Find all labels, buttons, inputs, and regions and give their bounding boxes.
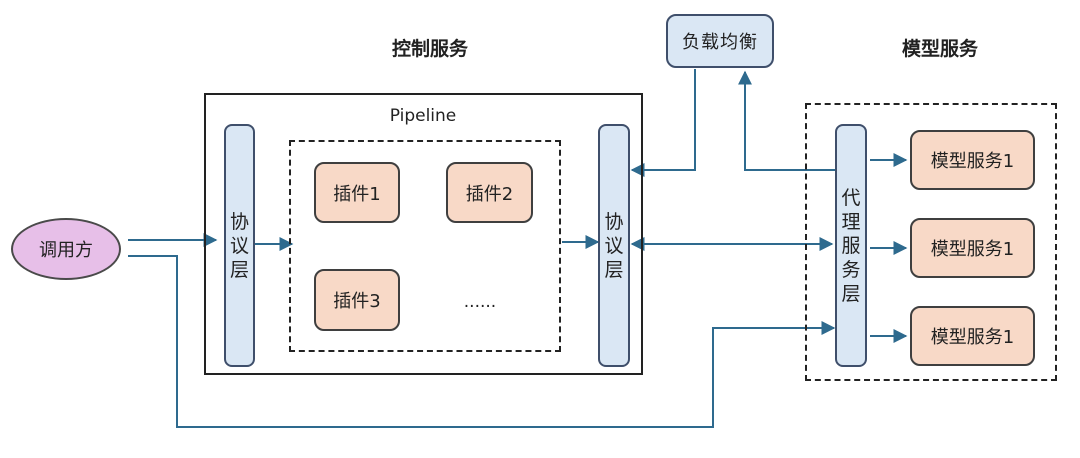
plugin-3: 插件3 xyxy=(314,269,400,331)
model-service-3: 模型服务1 xyxy=(910,306,1035,366)
protocol-layer-right-label: 协议层 xyxy=(604,210,624,281)
protocol-layer-left: 协议层 xyxy=(224,124,255,367)
model-service-2: 模型服务1 xyxy=(910,218,1035,278)
control-service-title: 控制服务 xyxy=(391,38,468,60)
lb-to-protocol-arrow xyxy=(630,69,696,177)
protocol-layer-left-label: 协议层 xyxy=(229,210,249,281)
protocol-layer-right: 协议层 xyxy=(598,124,630,367)
model-service-1: 模型服务1 xyxy=(910,130,1035,190)
model-service-container xyxy=(805,103,1057,381)
plugin-area xyxy=(289,140,561,352)
load-balancer: 负载均衡 xyxy=(666,14,774,68)
caller-bypass-arrow xyxy=(128,255,836,428)
caller-node: 调用方 xyxy=(11,218,121,280)
proxy-service-layer-label: 代理服务层 xyxy=(841,186,861,305)
pipeline-container xyxy=(204,93,643,375)
plugin-1: 插件1 xyxy=(314,162,400,223)
plugin-2: 插件2 xyxy=(446,162,533,223)
model-service-title: 模型服务 xyxy=(901,38,978,60)
pipeline-label: Pipeline xyxy=(389,106,457,126)
plugin-ellipsis: ...... xyxy=(463,292,497,312)
proxy-service-layer: 代理服务层 xyxy=(835,124,867,367)
